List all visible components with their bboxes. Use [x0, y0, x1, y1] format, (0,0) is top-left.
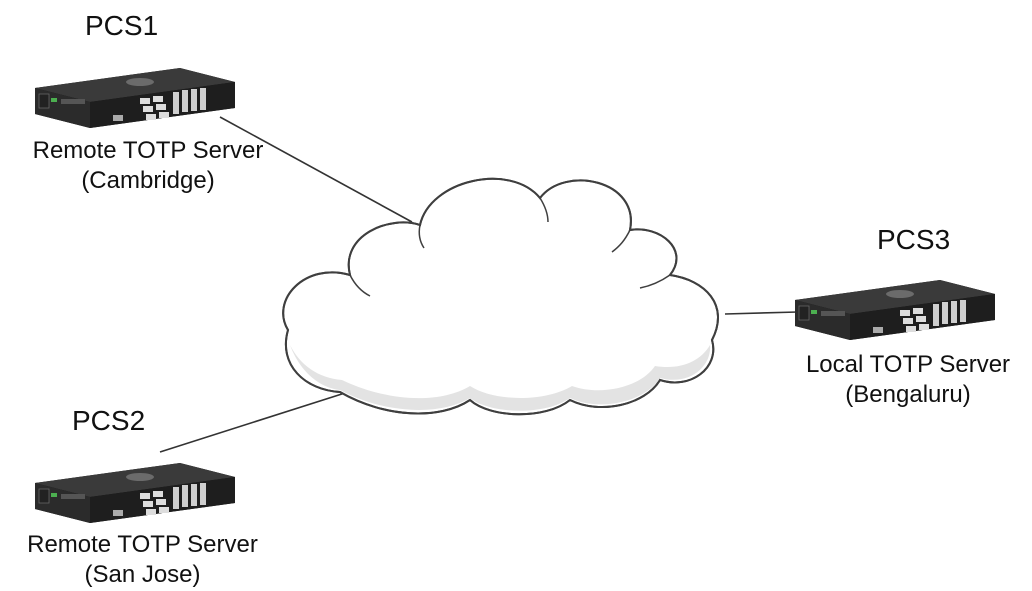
- rack-server-icon: [35, 463, 235, 523]
- rack-server-icon: [795, 280, 995, 340]
- node-label-pcs3: Local TOTP Server (Bengaluru): [788, 350, 1028, 410]
- node-role-pcs3: Local TOTP Server: [805, 351, 1011, 378]
- node-location-pcs2: (San Jose): [84, 561, 201, 588]
- node-title-pcs1: PCS1: [85, 10, 159, 41]
- link-pcs2-cloud: [159, 392, 346, 453]
- node-role-pcs2: Remote TOTP Server: [27, 531, 258, 558]
- node-location-pcs3: (Bengaluru): [845, 381, 971, 408]
- node-title-pcs2: PCS2: [72, 405, 146, 436]
- rack-server-icon: [35, 68, 235, 128]
- node-label-pcs2: Remote TOTP Server (San Jose): [0, 530, 285, 590]
- link-pcs3-cloud: [724, 311, 799, 315]
- node-location-pcs1: (Cambridge): [81, 167, 215, 194]
- node-label-pcs1: Remote TOTP Server (Cambridge): [8, 136, 288, 196]
- node-role-pcs1: Remote TOTP Server: [32, 137, 264, 164]
- cloud-icon: [282, 177, 719, 416]
- node-title-pcs3: PCS3: [877, 224, 951, 255]
- link-pcs1-cloud: [219, 116, 413, 223]
